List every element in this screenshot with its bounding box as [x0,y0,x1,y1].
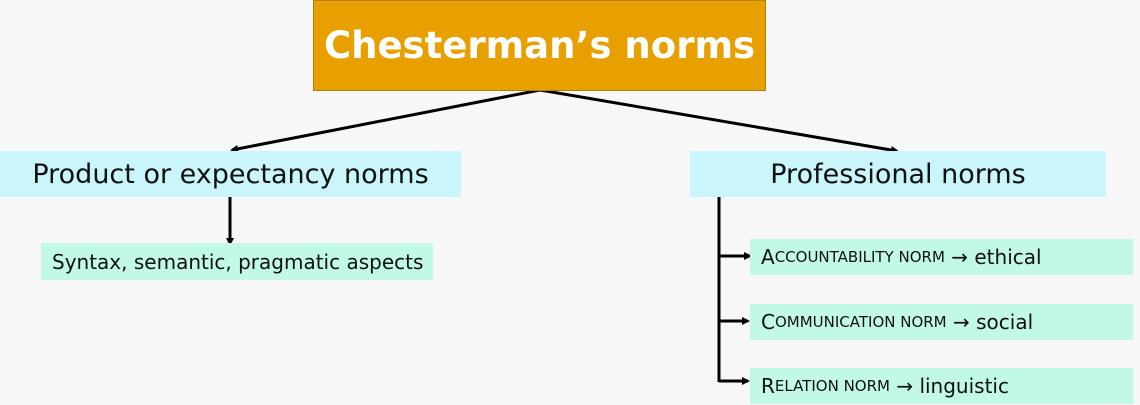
communication-norm-initial: C [761,310,775,334]
accountability-norm-result: → ethical [951,245,1042,269]
relation-norm-result: → linguistic [896,374,1009,398]
communication-norm-result: → social [953,310,1034,334]
arrow-title-to-product [230,88,541,153]
accountability-norm-initial: A [761,245,775,269]
relation-norm-initial: R [761,374,775,398]
syntax-aspects-label: Syntax, semantic, pragmatic aspects [52,249,424,274]
product-norms-label: Product or expectancy norms [32,158,429,190]
title-node: Chesterman’s norms [313,0,766,91]
professional-norms-node: Professional norms [690,151,1106,197]
relation-norm-name: ELATION NORM [774,377,890,395]
accountability-norm-name: CCOUNTABILITY NORM [774,248,945,266]
syntax-aspects-node: Syntax, semantic, pragmatic aspects [41,243,433,280]
product-norms-node: Product or expectancy norms [0,151,461,197]
professional-norms-label: Professional norms [770,158,1026,190]
title-text: Chesterman’s norms [323,24,756,67]
arrow-title-to-professional [539,88,899,154]
communication-norm-name: OMMUNICATION NORM [774,313,947,331]
